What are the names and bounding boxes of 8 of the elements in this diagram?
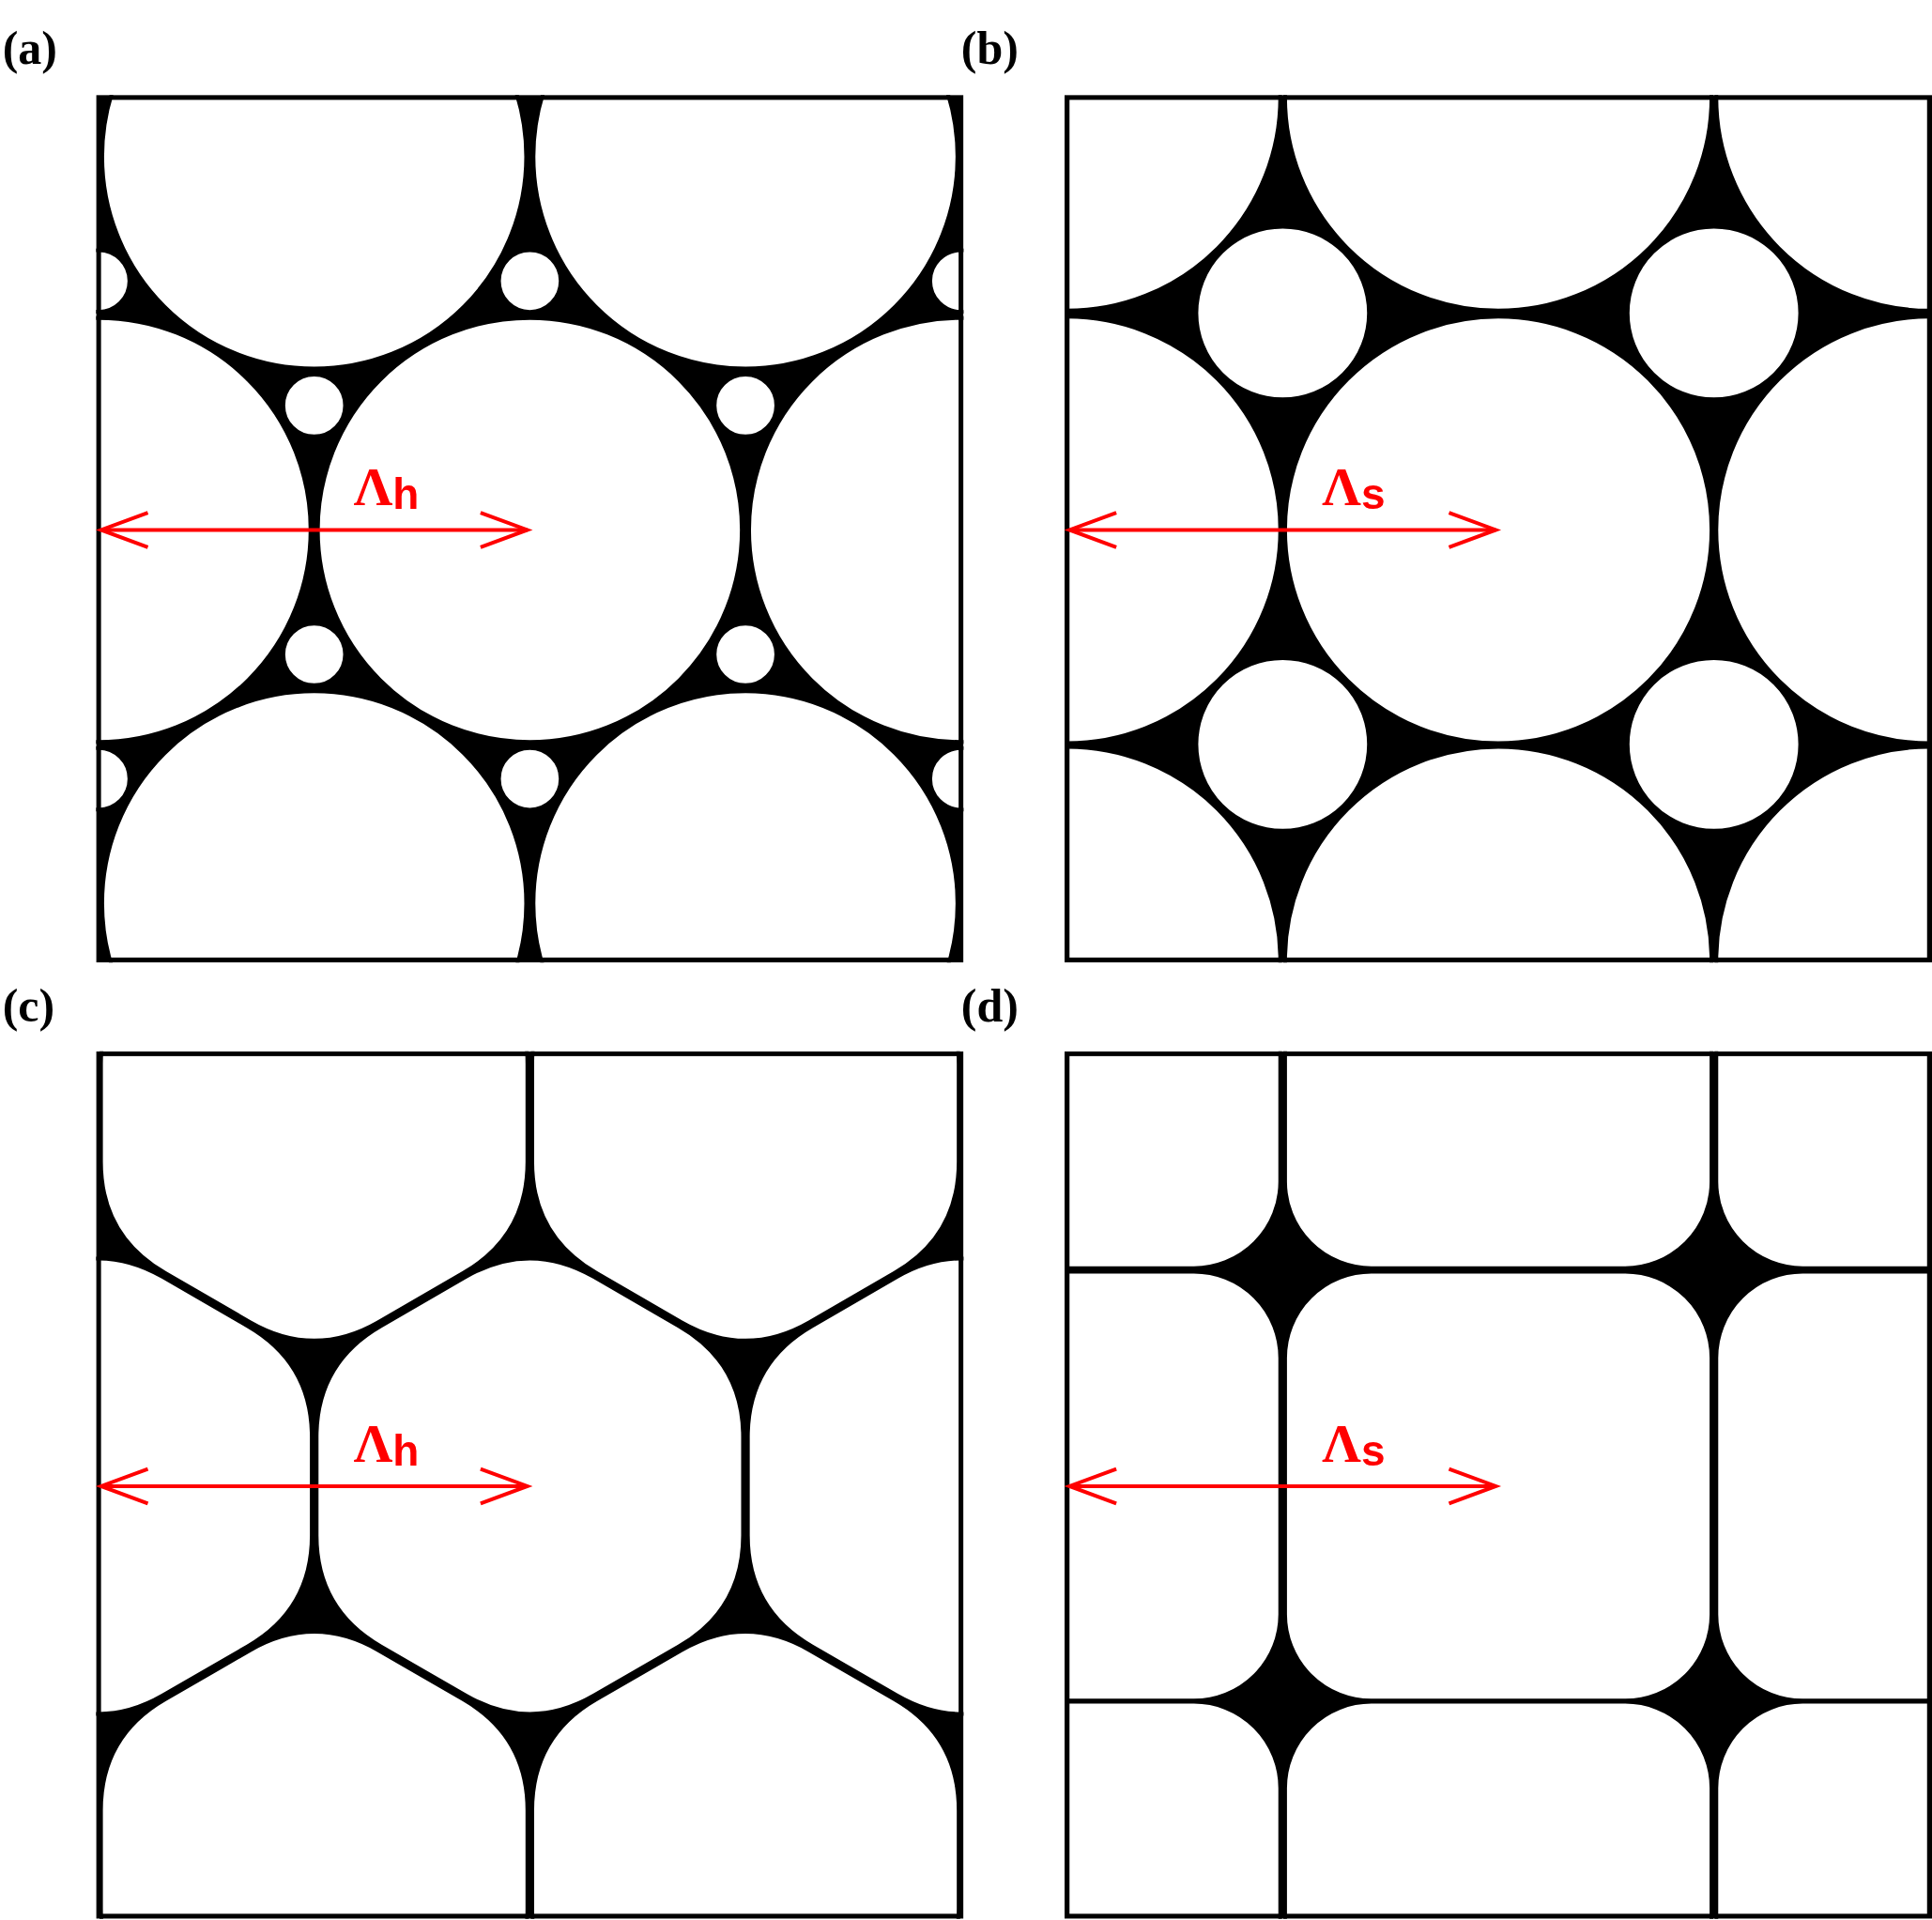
- panel-label: (b): [960, 24, 1019, 72]
- period-label: Λ$_{h}$: [353, 459, 420, 515]
- panel-label: (d): [960, 982, 1019, 1030]
- panel-label: (c): [2, 982, 55, 1030]
- period-label: Λ$_{s}$: [1322, 1417, 1386, 1473]
- period-label: Λ$_{s}$: [1322, 459, 1386, 515]
- period-label: Λ$_{h}$: [353, 1417, 420, 1473]
- panel-label: (a): [2, 24, 57, 72]
